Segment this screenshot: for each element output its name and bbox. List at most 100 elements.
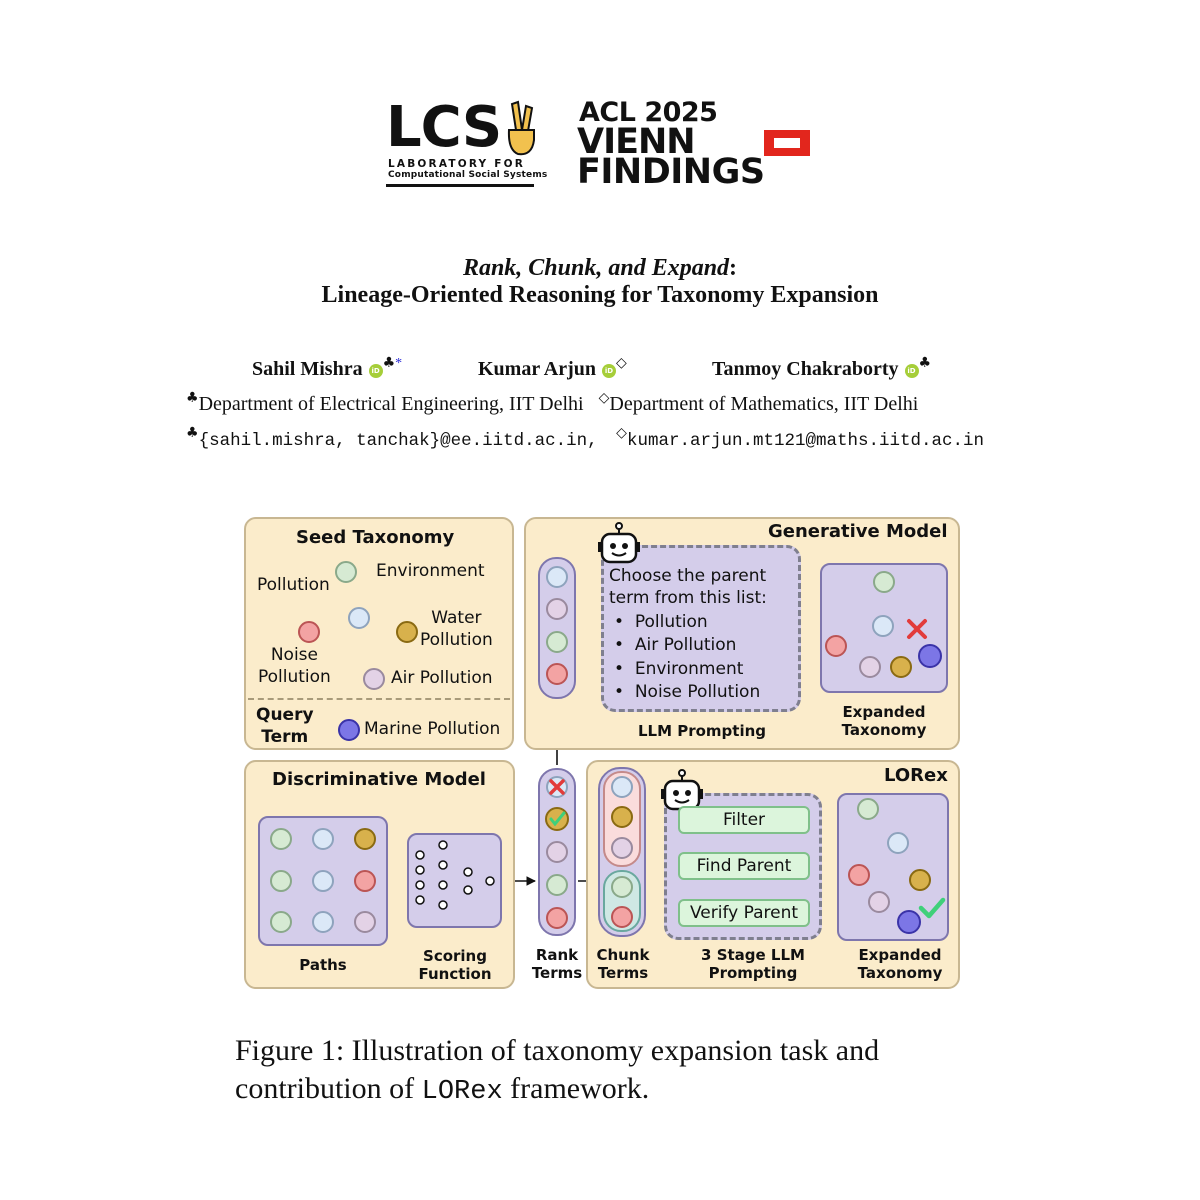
neural-network-icon [415, 840, 495, 910]
cross-icon [907, 619, 927, 639]
caption-text-1: Figure 1: Illustration of taxonomy expan… [235, 1034, 880, 1105]
path-node [354, 911, 376, 933]
chunk-node [611, 776, 633, 798]
prompt-intro: Choose the parent term from this list: [609, 566, 767, 608]
check-icon [918, 897, 946, 919]
tree-node [909, 869, 931, 891]
path-node [312, 870, 334, 892]
tree-node [857, 798, 879, 820]
author-3: Tanmoy Chakraborty iD♣ [712, 355, 931, 381]
noise-pollution-label: Noise Pollution [258, 645, 331, 687]
marine-pollution-node [338, 719, 360, 741]
email-1[interactable]: {sahil.mishra, tanchak}@ee.iitd.ac.in, [198, 431, 598, 451]
diamond-mark: ◇ [616, 425, 627, 441]
tree-node [872, 615, 894, 637]
rank-terms-label: Rank Terms [531, 946, 583, 982]
seed-taxonomy-panel [244, 517, 514, 750]
orcid-icon: iD [904, 364, 919, 378]
three-stage-label: 3 Stage LLM Prompting [701, 946, 805, 982]
tree-node [859, 656, 881, 678]
robot-icon [598, 522, 640, 564]
environment-label: Environment [376, 561, 485, 581]
seed-divider [248, 698, 510, 700]
tree-node [848, 864, 870, 886]
llm-prompt-box [601, 545, 801, 712]
path-node [354, 870, 376, 892]
seed-taxonomy-title: Seed Taxonomy [296, 527, 455, 548]
ranked-node [546, 874, 568, 896]
tree-node [873, 571, 895, 593]
emails: ♣{sahil.mishra, tanchak}@ee.iitd.ac.in, … [186, 425, 984, 451]
email-2[interactable]: kumar.arjun.mt121@maths.iitd.ac.in [626, 431, 984, 451]
verify-parent-stage: Verify Parent [678, 899, 810, 927]
pollution-label: Pollution [257, 575, 330, 595]
victory-hand-icon [507, 100, 535, 156]
prompt-option: • Pollution [614, 612, 708, 632]
water-pollution-label: Water Pollution [420, 608, 493, 650]
ranked-node [546, 841, 568, 863]
prompt-option: • Environment [614, 659, 744, 679]
discriminative-model-title: Discriminative Model [272, 769, 486, 790]
path-node [354, 828, 376, 850]
chunk-node [611, 806, 633, 828]
acl-logo-line1: ACL 2025 [579, 97, 718, 128]
caption-text-2: framework. [502, 1072, 650, 1105]
paper-title-italic: Rank, Chunk, and Expand [462, 255, 730, 281]
filter-stage: Filter [678, 806, 810, 834]
acl-logo-line2: VIENN [577, 122, 696, 162]
environment-node [335, 561, 357, 583]
caption-framework: LORex [421, 1077, 503, 1107]
llm-prompting-label: LLM Prompting [637, 722, 767, 740]
author-2: Kumar Arjun iD◇ [478, 355, 627, 381]
lcs-logo-rule [386, 184, 534, 187]
tree-node [825, 635, 847, 657]
ranked-node [546, 907, 568, 929]
water-pollution-node [396, 621, 418, 643]
tree-node [887, 832, 909, 854]
figure-1: Seed Taxonomy Environment Pollution Wate… [240, 510, 965, 995]
prompt-option: • Noise Pollution [614, 682, 761, 702]
acl-logo-line3: FINDINGS [577, 152, 765, 192]
lcs-logo-line2: Computational Social Systems [388, 170, 548, 180]
affiliation-1: Department of Electrical Engineering, II… [198, 393, 584, 415]
affiliation-2: Department of Mathematics, IIT Delhi [609, 393, 919, 415]
paper-title-line1: Rank, Chunk, and Expand: [0, 255, 1200, 282]
air-pollution-node [363, 668, 385, 690]
chunk-node [611, 837, 633, 859]
club-mark: ♣ [382, 355, 396, 371]
author-name: Kumar Arjun [478, 358, 596, 380]
expanded-taxonomy-label: Expanded Taxonomy [841, 703, 927, 739]
orcid-icon: iD [368, 364, 383, 378]
candidate-node [546, 663, 568, 685]
noise-pollution-node [298, 621, 320, 643]
corresponding-mark: * [395, 356, 403, 371]
paper-title-colon: : [729, 255, 738, 281]
lorex-title: LORex [884, 765, 948, 786]
paper-title-line2: Lineage-Oriented Reasoning for Taxonomy … [321, 282, 879, 308]
candidate-node [546, 631, 568, 653]
path-node [270, 828, 292, 850]
acl-logo: ACL 2025 VIENN FINDINGS [577, 98, 827, 190]
author-name: Sahil Mishra [252, 358, 363, 380]
orcid-icon: iD [601, 364, 616, 378]
cross-icon [546, 776, 568, 798]
robot-icon [661, 769, 703, 811]
chunk-node [611, 906, 633, 928]
air-pollution-label: Air Pollution [391, 668, 493, 688]
candidate-node [546, 566, 568, 588]
author-1: Sahil Mishra iD♣* [252, 355, 402, 381]
marine-pollution-label: Marine Pollution [364, 719, 501, 739]
tree-node [868, 891, 890, 913]
club-mark: ♣ [918, 355, 932, 371]
diamond-mark: ◇ [598, 390, 610, 406]
chunk-node [611, 876, 633, 898]
tree-node [890, 656, 912, 678]
pollution-node [348, 607, 370, 629]
figure-caption: Figure 1: Illustration of taxonomy expan… [235, 1032, 995, 1111]
lcs-logo-line1: Laboratory for [388, 158, 525, 170]
path-node [270, 911, 292, 933]
diamond-mark: ◇ [615, 355, 627, 371]
prompt-option: • Air Pollution [614, 635, 737, 655]
author-name: Tanmoy Chakraborty [712, 358, 899, 380]
chunk-terms-label: Chunk Terms [596, 946, 650, 982]
